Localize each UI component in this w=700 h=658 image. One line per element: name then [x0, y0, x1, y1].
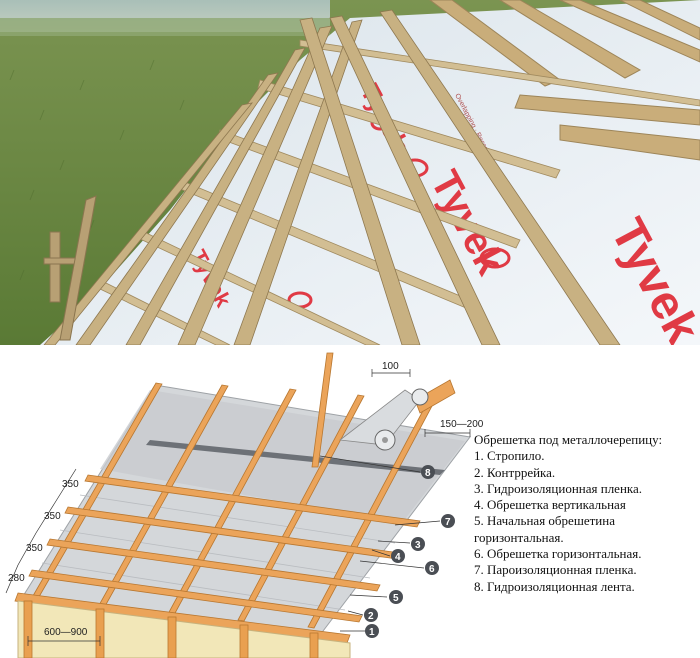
dim-spacing-3: 350	[26, 543, 43, 554]
callout-4: 4	[391, 549, 405, 563]
dim-overlap-label: 150—200	[440, 419, 484, 430]
waterproof-tape	[146, 440, 445, 475]
callout-6: 6	[425, 561, 439, 575]
callout-7: 7	[441, 514, 455, 528]
dim-bottom	[27, 636, 101, 646]
callout-3: 3	[411, 537, 425, 551]
rafters	[17, 600, 351, 658]
dim-spacing-1: 350	[62, 479, 79, 490]
dim-rafter-spacing: 600—900	[44, 627, 88, 638]
svg-text:8: 8	[425, 468, 431, 479]
dim-spacing-2: 350	[44, 511, 61, 522]
dim-overlap	[424, 429, 471, 437]
dim-left-lines	[5, 468, 77, 594]
legend-item-6: 6. Обрешетка горизонтальная.	[474, 546, 642, 562]
svg-text:4: 4	[395, 552, 401, 563]
legend: Обрешетка под металлочерепицу: 1. Стропи…	[474, 432, 698, 595]
eave-posts	[43, 195, 97, 341]
film-lines	[41, 494, 396, 611]
svg-text:5: 5	[393, 593, 399, 604]
svg-text:6: 6	[429, 564, 435, 575]
legend-item-8: 8. Гидроизоляционная лента.	[474, 578, 635, 594]
svg-text:2: 2	[368, 611, 374, 622]
legend-item-3: 3. Гидроизоляционная пленка.	[474, 480, 643, 496]
legend-item-5: 5. Начальная обрешетина горизонтальная.	[474, 513, 615, 545]
callout-2: 2	[364, 608, 378, 622]
callout-8: 8	[421, 465, 435, 479]
tape-pole	[311, 352, 334, 468]
battens-diagram: 100 150—200 350 350 350 280 600—900	[5, 352, 484, 658]
tree-line	[0, 18, 330, 36]
svg-text:3: 3	[415, 540, 421, 551]
legend-item-2: 2. Контррейка.	[474, 464, 556, 480]
upper-rafters	[429, 0, 700, 161]
legend-title: Обрешетка под металлочерепицу:	[474, 432, 663, 447]
callout-leaders	[319, 455, 441, 632]
dim-roll-width	[371, 369, 411, 377]
callouts: 8 7 3 4 6 5 2 1	[364, 465, 455, 638]
film-roll	[338, 388, 429, 451]
membrane	[40, 0, 700, 345]
legend-item-7: 7. Пароизоляционная пленка.	[474, 562, 637, 578]
legend-item-4: 4. Обрешетка вертикальная	[474, 497, 626, 513]
dim-roll-width-label: 100	[382, 361, 399, 372]
legend-item-1: 1. Стропило.	[474, 448, 545, 464]
svg-text:1: 1	[369, 627, 375, 638]
callout-1: 1	[365, 624, 379, 638]
svg-text:7: 7	[445, 517, 451, 528]
roof-photo: Tyvek Tyvek Tyvek Tyvek Overlapping · Re…	[0, 0, 700, 345]
horizontal-battens	[14, 474, 421, 644]
dim-first-spacing: 280	[8, 573, 25, 584]
callout-5: 5	[389, 590, 403, 604]
counter-battens	[43, 9, 621, 345]
rafter-end	[414, 379, 456, 414]
